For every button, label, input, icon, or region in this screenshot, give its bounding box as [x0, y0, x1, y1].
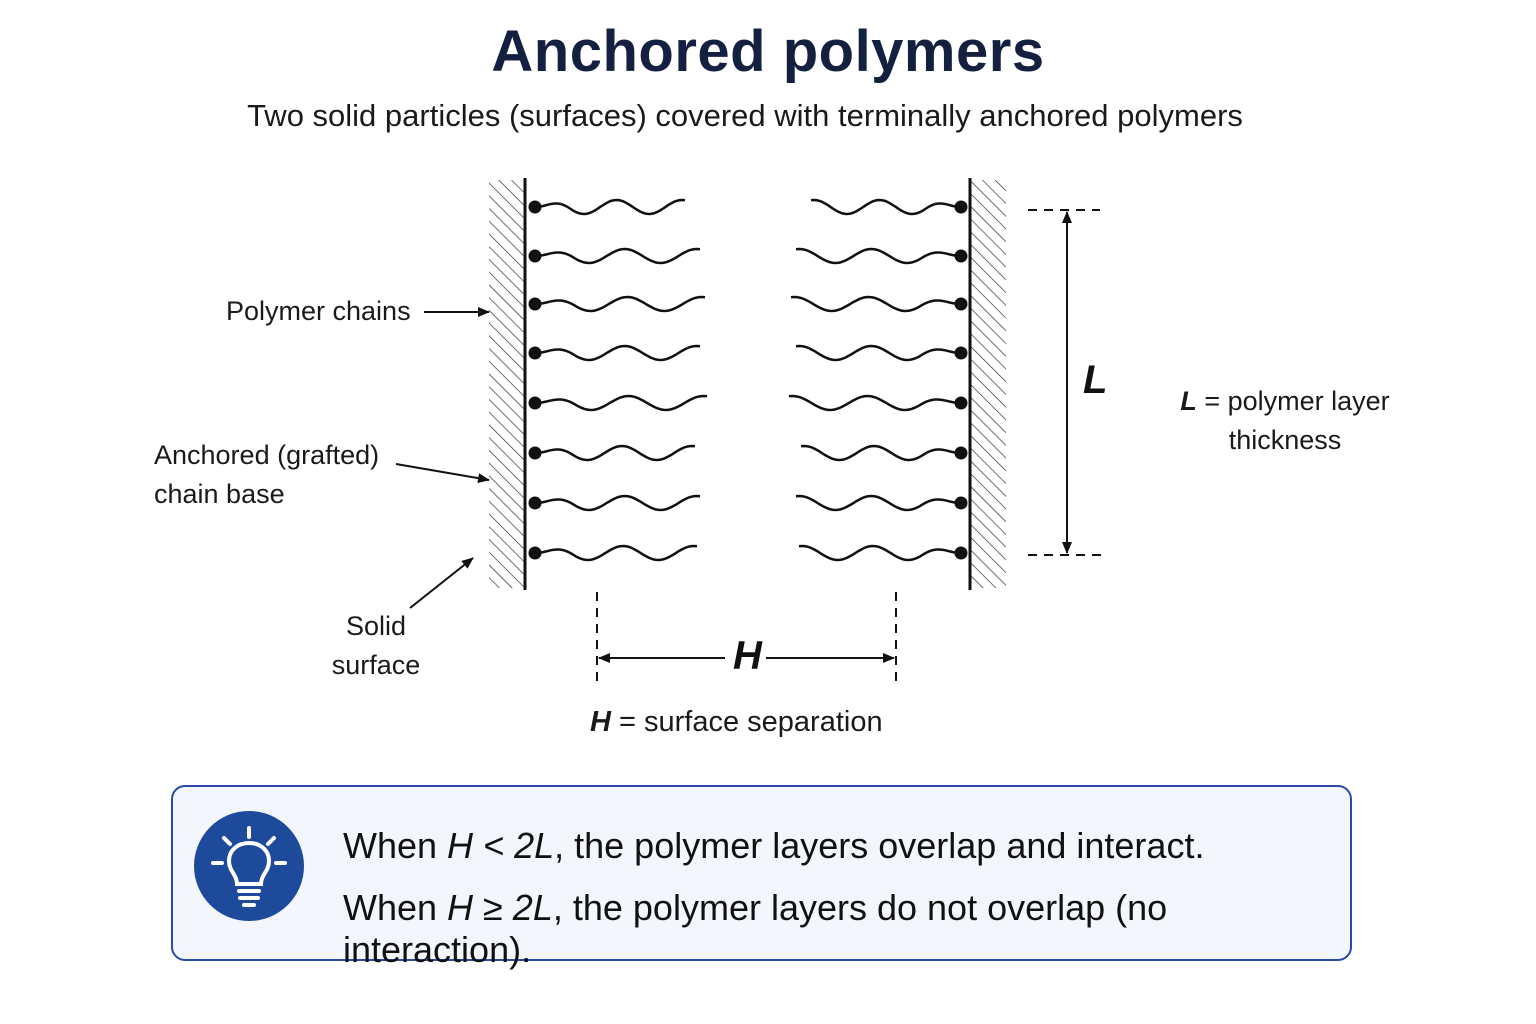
- polymer-chain: [534, 344, 701, 362]
- anchored-base-label: Anchored (grafted) chain base: [154, 436, 379, 514]
- polymer-chain: [534, 544, 698, 562]
- anchor-point: [528, 396, 542, 410]
- solid-surface-arrow: [409, 557, 474, 609]
- page-title: Anchored polymers: [491, 19, 1045, 84]
- condition-note-box: When H < 2L, the polymer layers overlap …: [171, 785, 1352, 970]
- polymer-chain: [795, 247, 962, 265]
- polymer-chain: [788, 394, 962, 412]
- polymer-chain: [534, 295, 706, 313]
- H-symbol: H: [733, 634, 762, 678]
- H-definition-text: = surface separation: [610, 706, 883, 738]
- left-surface-hatch: [489, 180, 524, 588]
- right-surface-hatch: [971, 180, 1006, 588]
- anchor-point: [528, 249, 542, 263]
- polymer-chain: [534, 494, 701, 512]
- anchor-point: [528, 546, 542, 560]
- anchor-point: [954, 496, 968, 510]
- polymer-chain: [795, 494, 962, 512]
- anchored-base-label-line1: Anchored (grafted): [154, 440, 380, 470]
- anchor-point: [954, 346, 968, 360]
- solid-surface-label-line2: surface: [331, 650, 421, 680]
- polymer-chain: [800, 444, 962, 462]
- anchor-point: [954, 297, 968, 311]
- anchored-base-arrow: [395, 463, 490, 484]
- L-definition-line1: L = polymer layer: [1150, 382, 1420, 421]
- note-line-1-math: H < 2L: [447, 825, 555, 866]
- anchor-point: [528, 297, 542, 311]
- anchor-point: [528, 346, 542, 360]
- note-line-1-suffix: , the polymer layers overlap and interac…: [554, 825, 1205, 866]
- polymer-chains-label: Polymer chains: [226, 296, 411, 326]
- polymer-chain: [795, 344, 962, 362]
- L-definition: L = polymer layer thickness: [1150, 382, 1420, 460]
- note-line-1-prefix: When: [343, 825, 448, 866]
- note-line-2-prefix: When: [343, 887, 448, 928]
- polymer-chain: [534, 394, 708, 412]
- note-line-2-suffix: , the polymer layers do not overlap (no …: [343, 887, 1168, 970]
- polymer-chain: [810, 198, 962, 216]
- anchor-point: [954, 546, 968, 560]
- polymer-chain: [534, 247, 701, 265]
- anchor-point: [528, 496, 542, 510]
- H-definition-symbol: H: [590, 706, 611, 738]
- right-polymer-chains: [788, 198, 968, 562]
- L-definition-text: = polymer layer: [1196, 386, 1390, 416]
- polymer-chain: [534, 198, 686, 216]
- lightbulb-icon: [194, 811, 304, 921]
- anchor-point: [528, 446, 542, 460]
- page-subtitle: Two solid particles (surfaces) covered w…: [247, 98, 1243, 133]
- note-line-2-math: H ≥ 2L: [447, 887, 553, 928]
- L-symbol: L: [1083, 358, 1108, 402]
- H-definition: H = surface separation: [590, 703, 883, 742]
- polymer-chain: [798, 544, 962, 562]
- anchor-point: [954, 249, 968, 263]
- anchor-point: [954, 200, 968, 214]
- note-line-2: When H ≥ 2L, the polymer layers do not o…: [343, 887, 1350, 971]
- solid-surface-label: Solid surface: [316, 607, 436, 685]
- L-definition-symbol: L: [1180, 386, 1197, 416]
- polymer-chain: [790, 295, 962, 313]
- L-definition-line2: thickness: [1228, 425, 1342, 455]
- anchor-point: [954, 446, 968, 460]
- left-polymer-chains: [528, 198, 708, 562]
- polymer-chain: [534, 444, 696, 462]
- anchored-base-label-line2: chain base: [154, 479, 285, 509]
- note-line-1: When H < 2L, the polymer layers overlap …: [343, 825, 1204, 867]
- anchor-point: [954, 396, 968, 410]
- anchor-point: [528, 200, 542, 214]
- solid-surface-label-line1: Solid: [345, 611, 407, 641]
